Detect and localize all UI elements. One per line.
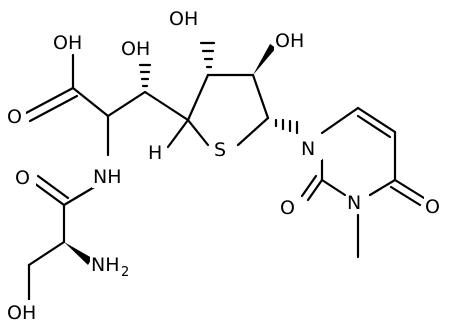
hashed-bond bbox=[199, 41, 216, 69]
label-sulfur: S bbox=[214, 139, 226, 161]
bond-double bbox=[300, 174, 318, 198]
label-c4-oxygen: O bbox=[425, 196, 440, 218]
bond bbox=[320, 178, 347, 197]
bond-double bbox=[356, 114, 392, 139]
label-amide-nh: NH bbox=[93, 166, 122, 188]
label-amino-subscript: 2 bbox=[121, 265, 129, 280]
label-c2-oxygen: O bbox=[280, 197, 295, 219]
bond-double bbox=[389, 185, 422, 207]
bonds bbox=[24, 41, 426, 302]
bond bbox=[368, 178, 397, 197]
bond bbox=[143, 90, 190, 122]
bond-double bbox=[356, 106, 397, 134]
bond bbox=[166, 118, 190, 149]
hashed-bond bbox=[138, 63, 152, 88]
label-amino: NH bbox=[91, 254, 120, 276]
bond-double bbox=[36, 174, 70, 200]
bond bbox=[62, 184, 98, 207]
bond-double bbox=[306, 178, 324, 202]
bond-double bbox=[28, 94, 79, 123]
bond-double bbox=[393, 178, 426, 200]
label-amide-oxygen: O bbox=[15, 167, 30, 189]
bond-double bbox=[24, 86, 75, 115]
label-n1: N bbox=[301, 138, 315, 160]
hashed-bond bbox=[274, 118, 299, 135]
label-side-oh: OH bbox=[121, 38, 150, 60]
label-n3: N bbox=[347, 192, 361, 214]
bond-double bbox=[32, 181, 66, 207]
label-cooh-oh: OH bbox=[53, 32, 82, 54]
bond bbox=[106, 90, 147, 118]
label-hydrogen: H bbox=[148, 142, 162, 164]
bond bbox=[71, 86, 110, 118]
bond bbox=[27, 240, 66, 267]
bond bbox=[186, 73, 210, 122]
label-ring-oh-1: OH bbox=[169, 8, 198, 30]
bond bbox=[186, 118, 210, 147]
bond bbox=[320, 106, 360, 135]
label-ring-oh-2: OH bbox=[275, 30, 304, 52]
atom-labels: OH O OH OH OH NH H S N N O O O NH 2 OH bbox=[6, 6, 446, 324]
wedge-bond bbox=[64, 242, 92, 265]
bond bbox=[236, 116, 270, 147]
label-serine-oh: OH bbox=[7, 302, 36, 324]
bond bbox=[251, 73, 270, 120]
wedge-bond bbox=[253, 44, 276, 75]
label-cooh-o: O bbox=[7, 106, 22, 128]
